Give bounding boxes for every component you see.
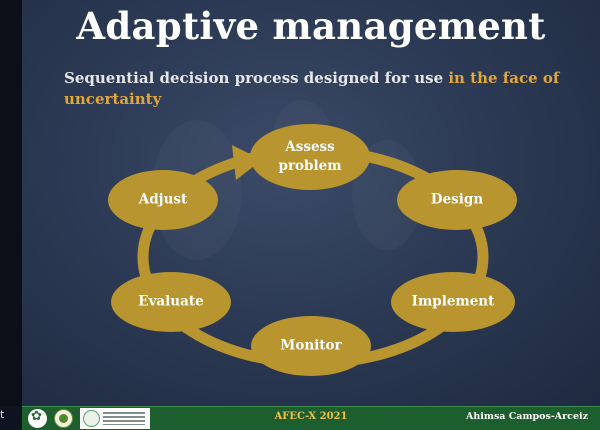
slide-footer: AFEC-X 2021 Ahimsa Campos-Arceiz bbox=[22, 406, 600, 430]
cycle-node-label: Implement bbox=[411, 293, 495, 310]
flower-logo-icon bbox=[28, 409, 47, 428]
slide-title: Adaptive management bbox=[76, 4, 546, 48]
cycle-node bbox=[397, 170, 517, 230]
subtitle-highlight: in the face of uncertainty bbox=[64, 69, 560, 108]
cycle-node bbox=[108, 170, 218, 230]
slide-subtitle: Sequential decision process designed for… bbox=[64, 68, 564, 110]
conservation-group-logo-icon bbox=[80, 408, 150, 429]
left-edge-glyph: t bbox=[0, 408, 5, 421]
cycle-node-label: Design bbox=[430, 191, 484, 208]
cycle-node-label: Adjust bbox=[138, 191, 188, 208]
cycle-node-label: Monitor bbox=[280, 337, 342, 354]
cycle-node bbox=[251, 316, 371, 376]
cycle-diagram bbox=[108, 124, 517, 376]
subtitle-text: Sequential decision process designed for… bbox=[64, 69, 449, 87]
cycle-node bbox=[391, 272, 515, 332]
logo-text-lines bbox=[103, 412, 145, 425]
footer-event: AFEC-X 2021 bbox=[274, 411, 348, 422]
cycle-node-label: Evaluate bbox=[138, 293, 204, 310]
logo-mark-icon bbox=[83, 410, 100, 427]
window-left-edge bbox=[0, 0, 22, 406]
cycle-nodes bbox=[108, 124, 517, 376]
cycle-arrowhead-icon bbox=[232, 145, 262, 180]
footer-author: Ahimsa Campos-Arceiz bbox=[466, 411, 588, 422]
slide-canvas: Adaptive management Sequential decision … bbox=[22, 0, 600, 406]
cycle-node bbox=[111, 272, 231, 332]
cycle-node bbox=[250, 124, 370, 190]
seal-logo-icon bbox=[54, 409, 73, 428]
cycle-node-label: Assess problem bbox=[278, 139, 342, 174]
